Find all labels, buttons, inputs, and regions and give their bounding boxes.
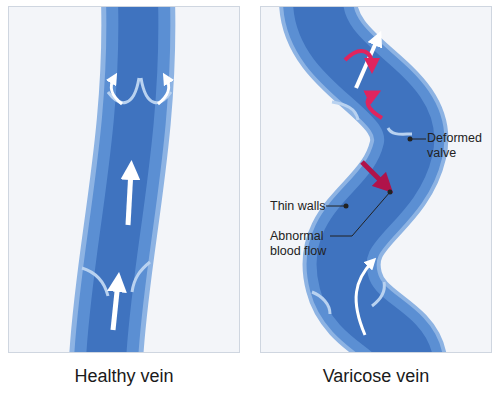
panel-caption: Varicose vein <box>323 366 430 388</box>
panel-caption: Healthy vein <box>74 366 173 388</box>
callout-label: Thin walls <box>270 199 326 214</box>
varicose-vein <box>312 7 412 352</box>
callout-label: Abnormal blood flow <box>270 229 332 259</box>
healthy-vein <box>82 7 171 352</box>
leader-lines <box>326 137 426 237</box>
callout-label: Deformed valve <box>427 131 497 161</box>
